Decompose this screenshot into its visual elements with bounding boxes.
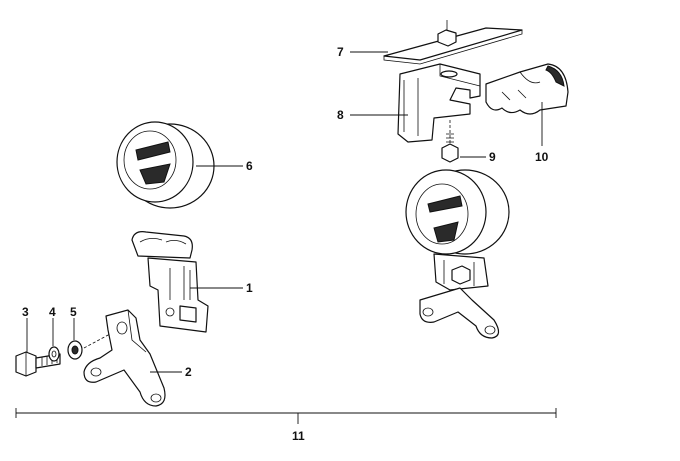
assembly-axis-line — [83, 333, 111, 349]
part-4-lock-washer — [48, 346, 60, 362]
callout-4: 4 — [49, 305, 56, 319]
part-7-top-nut — [437, 20, 457, 47]
callout-3: 3 — [22, 305, 29, 319]
callout-11: 11 — [292, 429, 305, 443]
callout-7: 7 — [337, 45, 344, 59]
part-2-bracket-plate — [83, 309, 166, 407]
part-9-bolt — [441, 120, 459, 163]
part-1-bracket — [131, 231, 209, 333]
callout-1: 1 — [246, 281, 253, 295]
callout-8: 8 — [337, 108, 344, 122]
callout-5: 5 — [70, 305, 77, 319]
part-8-u-bracket — [397, 63, 481, 143]
leader-lines — [26, 51, 543, 373]
part-6-rubber-mount — [116, 121, 215, 209]
callout-6: 6 — [246, 159, 253, 173]
callout-9: 9 — [489, 150, 496, 164]
part-5-washer — [67, 340, 83, 360]
group-bracket-11 — [15, 408, 557, 424]
part-3-bolt — [15, 351, 61, 377]
callout-2: 2 — [185, 365, 192, 379]
assembled-mount-view — [405, 169, 510, 339]
callout-10: 10 — [535, 150, 549, 164]
part-10-rubber-block — [485, 63, 569, 115]
